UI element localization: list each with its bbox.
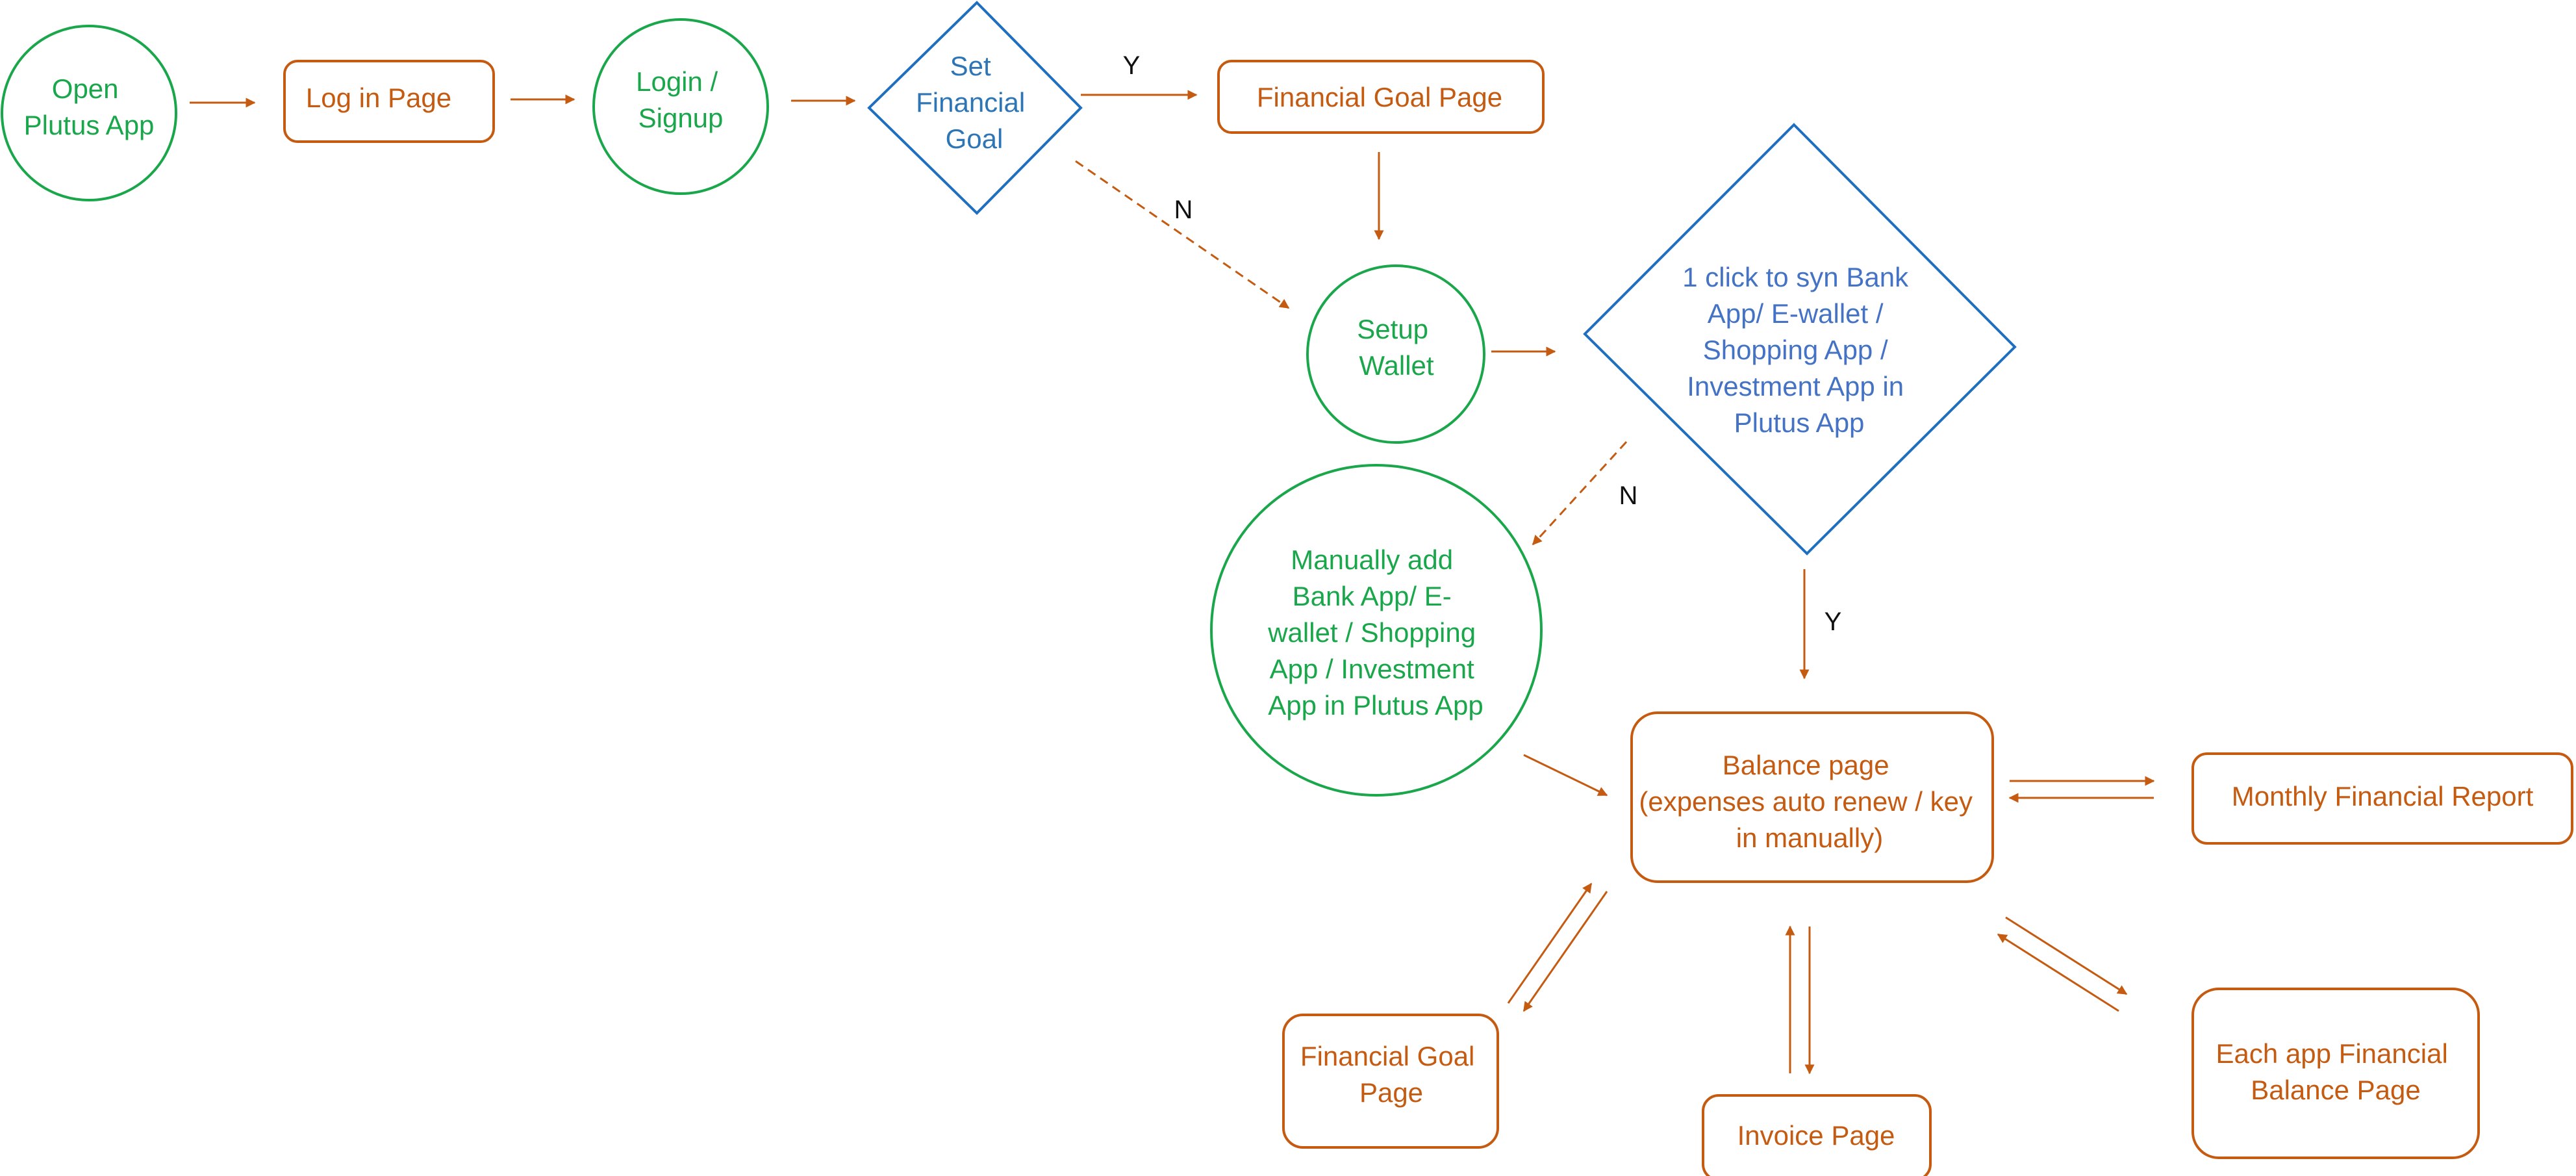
node-balance-page-label: Balance page (expenses auto renew / key …: [1639, 750, 1980, 853]
node-sync-decision: [1583, 123, 2017, 556]
node-login-signup-label: Login / Signup: [636, 66, 726, 133]
node-financial-goal-page-bottom: [1282, 1014, 1499, 1149]
edge-manual-to-balance: [1523, 754, 1608, 797]
node-sync-decision-label: 1 click to syn Bank App/ E-wallet / Shop…: [1682, 262, 1915, 438]
node-open-app-label: Open Plutus App: [24, 73, 155, 140]
node-monthly-report: [2191, 752, 2573, 845]
node-invoice-page: [1702, 1094, 1932, 1176]
node-monthly-report-label: Monthly Financial Report: [2232, 781, 2534, 812]
node-financial-goal-page-bottom-label: Financial Goal Page: [1300, 1041, 1482, 1108]
node-balance-page: [1630, 711, 1994, 883]
node-set-financial-goal-label: Set Financial Goal: [916, 51, 1033, 154]
node-login-page: [283, 60, 495, 143]
edge-label-goal-yes: Y: [1123, 51, 1141, 80]
edge-label-goal-no: N: [1174, 196, 1193, 224]
node-open-app: [1, 25, 177, 201]
edge-balance-to-goal-bottom: [1522, 891, 1608, 1012]
edge-each-app-to-balance: [1997, 933, 2119, 1012]
edge-sync-no: [1532, 441, 1628, 546]
node-set-financial-goal: [867, 1, 1083, 215]
node-setup-wallet: [1306, 264, 1485, 444]
node-manual-add-label: Manually add Bank App/ E- wallet / Shopp…: [1267, 544, 1484, 721]
edge-set-goal-no: [1075, 160, 1290, 309]
node-manual-add: [1210, 464, 1543, 797]
node-invoice-page-label: Invoice Page: [1737, 1120, 1895, 1151]
node-each-app-balance: [2191, 988, 2480, 1159]
node-financial-goal-page-top: [1217, 60, 1545, 134]
node-each-app-balance-label: Each app Financial Balance Page: [2216, 1038, 2456, 1105]
edge-label-sync-no: N: [1619, 481, 1638, 510]
node-setup-wallet-label: Setup Wallet: [1357, 314, 1435, 381]
node-login-page-label: Log in Page: [306, 83, 451, 113]
node-financial-goal-page-top-label: Financial Goal Page: [1257, 82, 1502, 112]
edge-label-sync-yes: Y: [1825, 607, 1842, 636]
edge-balance-to-each-app: [2005, 916, 2128, 995]
node-login-signup: [592, 18, 769, 195]
edge-goal-bottom-to-balance: [1507, 882, 1593, 1004]
